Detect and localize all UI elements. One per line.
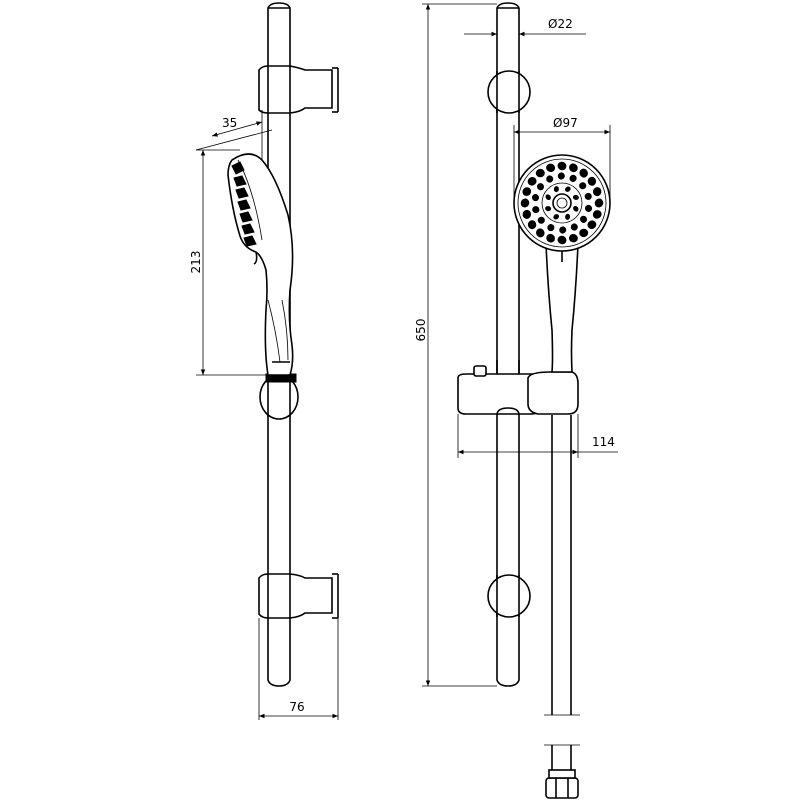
- front-slider-holder: [457, 360, 579, 415]
- nozzle: [569, 174, 577, 182]
- nozzle: [553, 214, 560, 220]
- dim-total-height: 650: [414, 3, 497, 687]
- front-shower-head: [513, 154, 611, 252]
- nozzle: [592, 187, 602, 197]
- nozzle: [557, 235, 567, 245]
- nozzle: [572, 194, 579, 200]
- side-view: 35 213 76: [189, 2, 339, 720]
- nozzle: [579, 215, 588, 223]
- nozzle: [546, 175, 554, 183]
- nozzle: [573, 205, 579, 212]
- side-top-bracket: [258, 65, 339, 114]
- front-bottom-bracket: [487, 574, 531, 618]
- nozzle: [532, 206, 540, 214]
- spray-nozzles: [520, 161, 604, 245]
- front-rail: [496, 2, 520, 687]
- dim-rail-depth: 76: [258, 618, 339, 720]
- front-hose-nut: [545, 769, 579, 799]
- nozzle: [545, 194, 551, 201]
- dim-head-diameter: Ø97: [513, 116, 611, 200]
- dim-holder-projection: 114: [457, 414, 618, 458]
- nozzle: [537, 216, 545, 224]
- dim-head-height-label: 213: [189, 251, 203, 274]
- nozzle: [569, 163, 578, 173]
- nozzle: [587, 176, 597, 186]
- dim-angle-label: 35: [222, 116, 237, 130]
- nozzle: [546, 233, 555, 243]
- nozzle: [546, 163, 556, 173]
- front-view: Ø22 Ø97 650 114: [414, 2, 618, 799]
- nozzle: [579, 168, 588, 178]
- nozzle: [536, 228, 545, 238]
- nozzle: [564, 186, 571, 192]
- nozzle: [536, 183, 545, 191]
- front-hose: [544, 415, 580, 778]
- side-spray-face: [231, 159, 263, 247]
- dim-rail-depth-label: 76: [289, 700, 304, 714]
- nozzle: [565, 213, 571, 220]
- nozzle: [522, 187, 532, 196]
- nozzle: [568, 233, 578, 243]
- dim-angle-35: 35: [195, 110, 273, 160]
- side-hand-shower: [227, 153, 294, 376]
- front-shower-handle: [545, 243, 579, 373]
- nozzle: [584, 192, 592, 200]
- nozzle: [579, 182, 587, 190]
- nozzle: [527, 177, 537, 186]
- nozzle: [592, 210, 602, 219]
- nozzle: [579, 228, 589, 238]
- side-slider-holder: [259, 373, 299, 420]
- dim-head-height: 213: [189, 149, 266, 376]
- nozzle: [545, 206, 552, 212]
- nozzle: [520, 198, 530, 208]
- dim-rail-diameter: Ø22: [464, 17, 586, 37]
- nozzle: [557, 172, 565, 180]
- nozzle: [522, 209, 532, 219]
- nozzle: [553, 186, 559, 193]
- nozzle: [570, 223, 578, 231]
- nozzle: [587, 220, 597, 229]
- nozzle: [594, 198, 604, 208]
- dim-head-diameter-label: Ø97: [553, 116, 578, 130]
- front-top-bracket: [487, 70, 531, 114]
- nozzle: [531, 194, 540, 202]
- dim-total-height-label: 650: [414, 319, 428, 342]
- side-bottom-bracket: [258, 573, 339, 619]
- nozzle: [557, 161, 567, 171]
- nozzle: [559, 226, 567, 234]
- dim-rail-diameter-label: Ø22: [548, 17, 573, 31]
- nozzle: [584, 204, 593, 212]
- side-rail: [267, 2, 291, 687]
- nozzle: [547, 224, 555, 232]
- nozzle: [527, 220, 537, 230]
- nozzle: [535, 168, 545, 178]
- dim-holder-projection-label: 114: [592, 435, 615, 449]
